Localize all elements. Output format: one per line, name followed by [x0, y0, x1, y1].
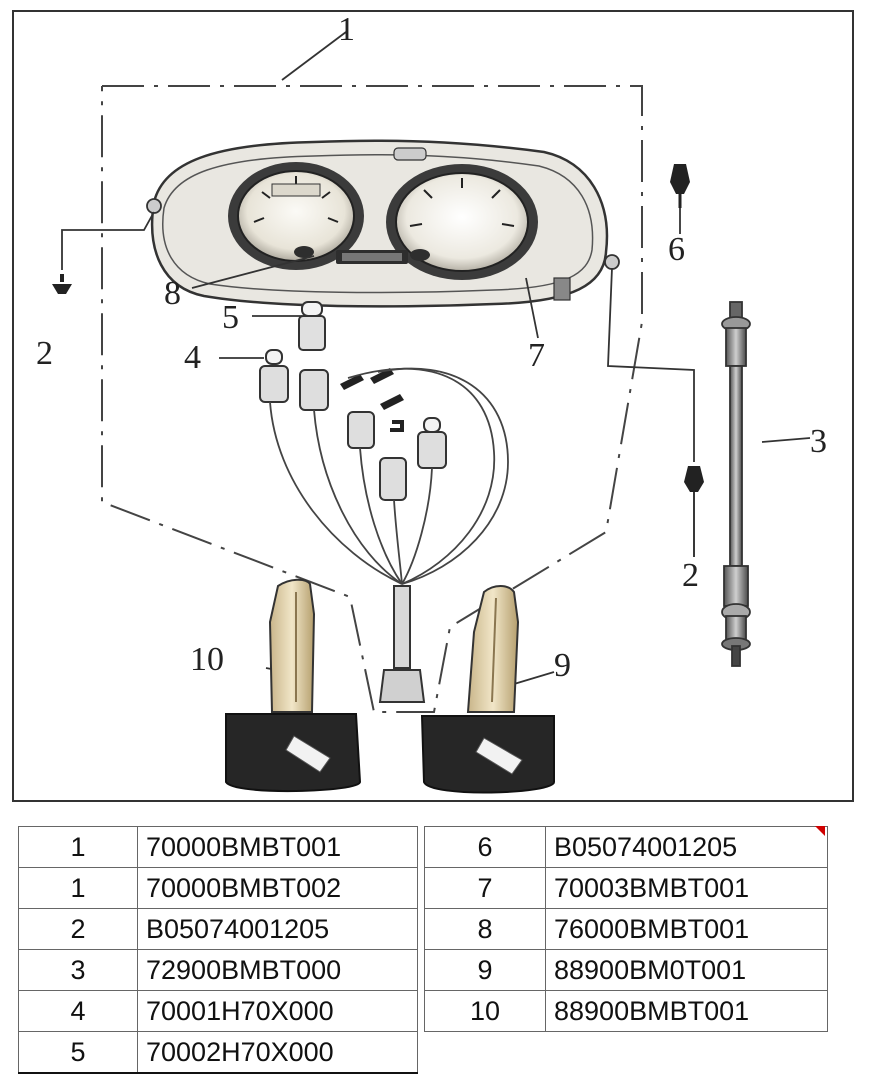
screw-2-left [52, 274, 72, 294]
part-code: B05074001205 [545, 826, 828, 868]
diagram-svg: 1 2 3 4 5 6 7 8 9 10 2 [36, 12, 827, 794]
callout-8: 8 [164, 275, 181, 312]
callout-2-left: 2 [36, 335, 53, 372]
comment-indicator [815, 826, 825, 836]
part-number: 8 [424, 908, 546, 950]
speedometer-cluster [146, 139, 620, 308]
part-code: 70001H70X000 [137, 990, 418, 1032]
part-number: 3 [18, 949, 138, 991]
leader-lines [61, 208, 811, 685]
bulb-sockets [259, 301, 447, 501]
part-code: 88900BM0T001 [545, 949, 828, 991]
part-number: 5 [18, 1031, 138, 1074]
callout-4: 4 [184, 339, 201, 376]
part-code: 88900BMBT001 [545, 990, 828, 1032]
part-code: 70002H70X000 [137, 1031, 418, 1074]
part-number: 6 [424, 826, 546, 868]
callout-2-right: 2 [682, 557, 699, 594]
callout-1: 1 [338, 12, 355, 48]
part-code: 70000BMBT001 [137, 826, 418, 868]
part-code: 70003BMBT001 [545, 867, 828, 909]
screw-6 [670, 164, 690, 208]
callout-3: 3 [810, 423, 827, 460]
key-10 [225, 578, 362, 793]
callout-labels: 1 2 3 4 5 6 7 8 9 10 2 [36, 12, 827, 684]
connector-tabs [340, 368, 404, 432]
part-number: 7 [424, 867, 546, 909]
part-number: 1 [18, 826, 138, 868]
speedometer-cable [721, 301, 751, 667]
callout-6: 6 [668, 231, 685, 268]
harness-plug [378, 585, 426, 703]
callout-7: 7 [528, 337, 545, 374]
leader-1 [281, 31, 347, 81]
screw-2-right [684, 466, 704, 557]
part-number: 4 [18, 990, 138, 1032]
part-code: 76000BMBT001 [545, 908, 828, 950]
exploded-diagram: 1 2 3 4 5 6 7 8 9 10 2 [12, 10, 854, 802]
assembly-outline [101, 85, 643, 713]
callout-5: 5 [222, 299, 239, 336]
part-code: B05074001205 [137, 908, 418, 950]
part-number: 10 [424, 990, 546, 1032]
part-number: 1 [18, 867, 138, 909]
part-code: 70000BMBT002 [137, 867, 418, 909]
part-code: 72900BMBT000 [137, 949, 418, 991]
part-number: 9 [424, 949, 546, 991]
wiring-harness [269, 367, 509, 585]
callout-9: 9 [554, 647, 571, 684]
callout-10: 10 [190, 641, 224, 678]
key-9 [420, 585, 555, 794]
part-number: 2 [18, 908, 138, 950]
